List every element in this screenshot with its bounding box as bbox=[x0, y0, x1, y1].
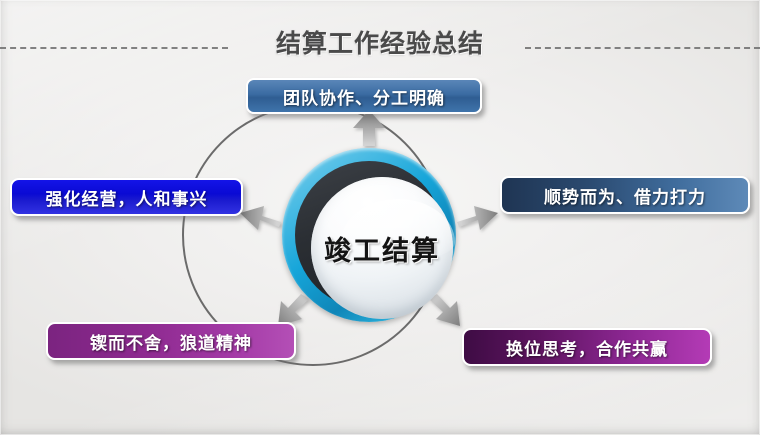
node-pill-bottom-right[interactable]: 换位思考，合作共赢 bbox=[462, 328, 712, 366]
arrow-right-icon bbox=[457, 206, 498, 230]
node-pill-right[interactable]: 顺势而为、借力打力 bbox=[500, 176, 750, 214]
center-hub-outer-ring: 竣工结算 bbox=[282, 148, 456, 322]
node-pill-left[interactable]: 强化经营，人和事兴 bbox=[10, 178, 243, 216]
center-hub-label: 竣工结算 bbox=[324, 235, 440, 266]
center-hub[interactable]: 竣工结算 bbox=[282, 148, 456, 322]
node-pill-top[interactable]: 团队协作、分工明确 bbox=[246, 78, 482, 114]
page-title: 结算工作经验总结 bbox=[275, 30, 484, 58]
center-hub-dark-ring: 竣工结算 bbox=[295, 161, 455, 319]
center-hub-inner-disc: 竣工结算 bbox=[311, 177, 455, 319]
node-pill-bottom-left[interactable]: 锲而不舍，狼道精神 bbox=[46, 322, 296, 360]
